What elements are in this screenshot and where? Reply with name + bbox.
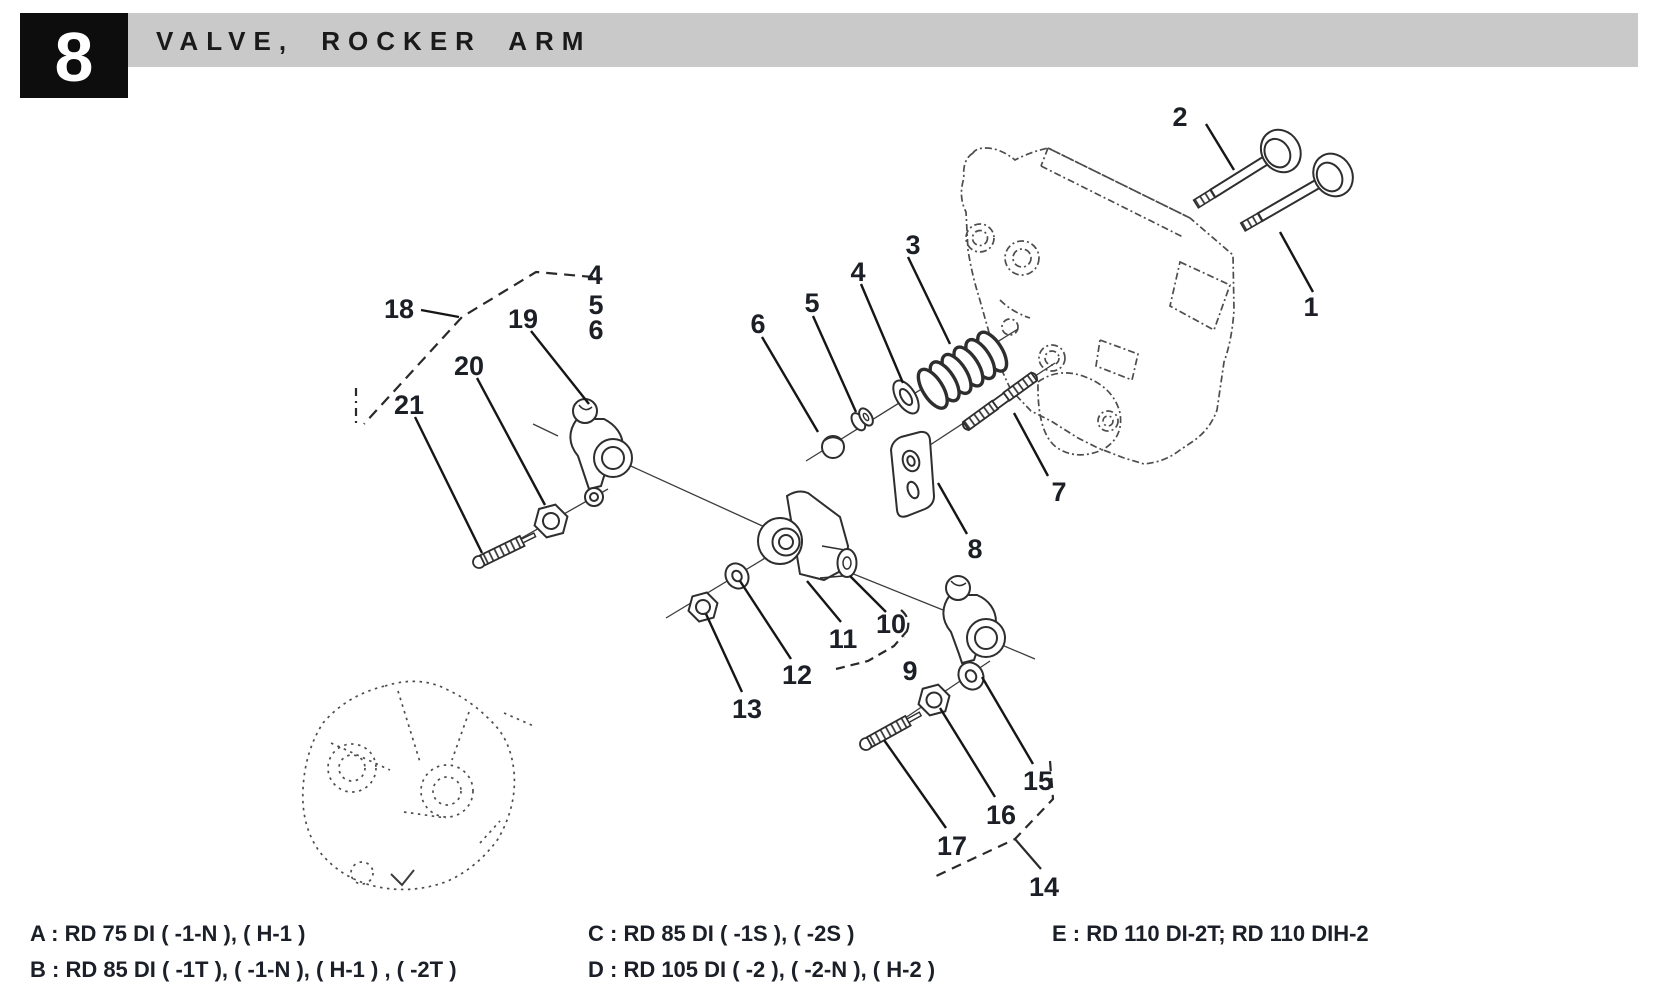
part-label-13: 13 bbox=[732, 694, 762, 724]
page-title: VALVE, ROCKER ARM bbox=[156, 26, 592, 56]
valve-1-drawing bbox=[1239, 152, 1354, 232]
section-number: 8 bbox=[54, 18, 94, 96]
part-label-17: 17 bbox=[937, 831, 967, 861]
part-label-14: 14 bbox=[1029, 872, 1059, 902]
valve-collets-drawing bbox=[850, 407, 874, 432]
valve-cap-drawing bbox=[821, 435, 845, 459]
adjusting-screw-21-drawing bbox=[472, 532, 537, 569]
group-dashed-lines bbox=[354, 270, 1055, 879]
part-label-6: 6 bbox=[750, 309, 765, 339]
part-label-5: 5 bbox=[588, 290, 603, 320]
nut-20-drawing bbox=[533, 503, 569, 539]
part-label-4: 4 bbox=[850, 257, 865, 287]
rocker-arm-right-drawing bbox=[942, 575, 1006, 665]
part-label-18: 18 bbox=[384, 294, 414, 324]
part-label-15: 15 bbox=[1023, 766, 1053, 796]
washer-15-drawing bbox=[957, 661, 985, 691]
model-note-d: D : RD 105 DI ( -2 ), ( -2-N ), ( H-2 ) bbox=[588, 957, 936, 982]
rocker-bracket-drawing bbox=[757, 490, 858, 582]
model-note-a: A : RD 75 DI ( -1-N ), ( H-1 ) bbox=[30, 921, 306, 946]
part-label-19: 19 bbox=[508, 304, 538, 334]
adjusting-screw-17-drawing bbox=[859, 711, 923, 751]
part-label-11: 11 bbox=[829, 624, 858, 654]
crankcase-drawing bbox=[301, 680, 537, 891]
model-note-e: E : RD 110 DI-2T; RD 110 DIH-2 bbox=[1052, 921, 1369, 946]
part-label-16: 16 bbox=[986, 800, 1016, 830]
section-number-box: 8 bbox=[20, 13, 128, 98]
bracket-plate-drawing bbox=[889, 430, 936, 518]
part-label-12: 12 bbox=[782, 660, 812, 690]
nut-13-drawing bbox=[687, 591, 719, 623]
part-label-9: 9 bbox=[902, 656, 917, 686]
model-note-c: C : RD 85 DI ( -1S ), ( -2S ) bbox=[588, 921, 855, 946]
part-label-6: 6 bbox=[588, 315, 603, 345]
model-note-b: B : RD 85 DI ( -1T ), ( -1-N ), ( H-1 ) … bbox=[30, 957, 457, 982]
part-label-10: 10 bbox=[876, 609, 906, 639]
part-label-7: 7 bbox=[1051, 477, 1066, 507]
part-label-5: 5 bbox=[804, 288, 819, 318]
stud-drawing bbox=[961, 371, 1039, 432]
spring-retainer-drawing bbox=[892, 379, 920, 415]
washer-12-drawing bbox=[724, 562, 750, 590]
valve-2-drawing bbox=[1192, 128, 1302, 209]
part-label-20: 20 bbox=[454, 351, 484, 381]
part-label-4: 4 bbox=[587, 260, 602, 290]
part-label-21: 21 bbox=[394, 390, 424, 420]
nut-16-drawing bbox=[917, 683, 951, 717]
part-label-3: 3 bbox=[905, 230, 920, 260]
cylinder-head-drawing bbox=[960, 147, 1235, 465]
valve-spring-drawing bbox=[916, 330, 1009, 410]
part-label-8: 8 bbox=[967, 534, 982, 564]
part-label-2: 2 bbox=[1172, 102, 1187, 132]
part-label-1: 1 bbox=[1303, 292, 1318, 322]
rocker-arm-left-drawing bbox=[569, 398, 633, 507]
leader-lines bbox=[413, 123, 1315, 829]
section-title-bar bbox=[128, 13, 1638, 67]
